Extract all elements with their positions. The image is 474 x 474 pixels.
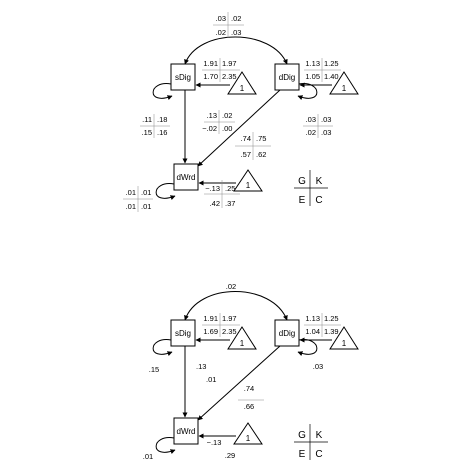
node-sdig-box [170, 319, 196, 347]
key-cell: G [298, 430, 306, 441]
path-ddig-dwrd-value: .75 [256, 134, 266, 143]
key-cell: K [316, 176, 323, 187]
key-cell: E [299, 195, 306, 206]
constant-triangle-sdig [227, 326, 257, 350]
path-sdig-dwrd-value: .13 [207, 111, 217, 120]
constant-triangle-ddig [329, 326, 359, 350]
node-label-dwrd: dWrd [177, 427, 196, 436]
path-sdig-dwrd-value: .01 [206, 375, 216, 384]
path-sdig-dwrd-value: .13 [196, 362, 206, 371]
panel-bottom-text: sDig dDig dWrd 1 1 1 .02 1.91 1.97 1.69 … [143, 282, 347, 461]
covariance-arc-sdig-ddig [184, 36, 288, 65]
sdig-var-value: .15 [149, 365, 159, 374]
path-ddig-to-dwrd [197, 89, 281, 167]
path-ddig-dwrd-value: .57 [241, 150, 251, 159]
ddig-mean-value: 1.25 [324, 59, 339, 68]
node-dwrd-box [173, 163, 199, 191]
dwrd-var-value: .01 [141, 188, 151, 197]
node-label-sdig: sDig [175, 73, 191, 82]
sdig-var-value: .16 [157, 128, 167, 137]
dwrd-var-value: .01 [141, 202, 151, 211]
panel-bottom [152, 291, 359, 460]
constant-label-dwrd: 1 [246, 181, 251, 190]
dwrd-var-value: .01 [126, 188, 136, 197]
sdig-mean-value: 1.91 [203, 59, 218, 68]
covariance-arc-sdig-ddig [184, 291, 288, 321]
sdig-var-value: .11 [142, 115, 152, 124]
sdig-mean-value: 2.35 [222, 72, 237, 81]
node-label-sdig: sDig [175, 329, 191, 338]
panel-top-text: sDig dDig dWrd 1 1 1 .03 .02 .02 .03 1.9… [126, 14, 347, 211]
sdig-mean-value: 1.69 [203, 327, 218, 336]
path-ddig-to-dwrd [197, 345, 281, 421]
ddig-mean-value: 1.39 [324, 327, 339, 336]
ddig-mean-value: 1.04 [305, 327, 320, 336]
cov-value: .03 [231, 28, 241, 37]
path-ddig-dwrd-value: .66 [244, 402, 254, 411]
ddig-mean-value: 1.40 [324, 72, 339, 81]
dwrd-mean-value: −.13 [207, 438, 222, 447]
ddig-mean-value: 1.13 [305, 314, 320, 323]
path-ddig-dwrd-value: .74 [244, 384, 254, 393]
path-ddig-dwrd-value: .74 [241, 134, 251, 143]
panel-top [123, 12, 359, 212]
variance-loop-ddig [297, 339, 318, 356]
constant-triangle-ddig [329, 71, 359, 95]
ddig-var-value: .03 [306, 115, 316, 124]
variance-loop-ddig [297, 83, 318, 100]
path-sdig-dwrd-value: −.02 [202, 124, 217, 133]
path-ddig-dwrd-value: .62 [256, 150, 266, 159]
ddig-var-value: .02 [306, 128, 316, 137]
sdig-mean-value: 2.35 [222, 327, 237, 336]
sdig-mean-value: 1.91 [203, 314, 218, 323]
variance-loop-sdig [152, 339, 173, 356]
path-sdig-dwrd-value: .02 [222, 111, 232, 120]
cov-value: .02 [226, 282, 236, 291]
sdig-mean-value: 1.70 [203, 72, 218, 81]
key-cell: K [316, 430, 323, 441]
dwrd-mean-value: −.13 [205, 184, 220, 193]
ddig-mean-value: 1.13 [305, 59, 320, 68]
key-cell: C [315, 449, 322, 460]
dwrd-mean-value: .37 [225, 199, 235, 208]
key-cell: C [315, 195, 322, 206]
sdig-var-value: .15 [142, 128, 152, 137]
dwrd-var-value: .01 [126, 202, 136, 211]
ddig-var-value: .03 [321, 115, 331, 124]
constant-label-dwrd: 1 [246, 434, 251, 443]
variance-loop-sdig [152, 83, 173, 100]
key-cell: E [299, 449, 306, 460]
cov-value: .03 [216, 14, 226, 23]
path-sdig-dwrd-value: .00 [222, 124, 232, 133]
sdig-mean-value: 1.97 [222, 59, 237, 68]
ddig-mean-value: 1.05 [305, 72, 320, 81]
constant-label-ddig: 1 [342, 84, 347, 93]
constant-triangle-sdig [227, 71, 257, 95]
sdig-mean-value: 1.97 [222, 314, 237, 323]
constant-triangle-dwrd [233, 422, 263, 445]
dwrd-mean-value: .25 [225, 184, 235, 193]
key-cell: G [298, 176, 306, 187]
sdig-var-value: .18 [157, 115, 167, 124]
ddig-var-value: .03 [313, 362, 323, 371]
node-label-ddig: dDig [279, 73, 295, 82]
ddig-mean-value: 1.25 [324, 314, 339, 323]
node-dwrd-box [173, 417, 199, 445]
node-label-dwrd: dWrd [177, 173, 196, 182]
cov-value: .02 [231, 14, 241, 23]
constant-label-sdig: 1 [240, 84, 245, 93]
ddig-var-value: .03 [321, 128, 331, 137]
dwrd-mean-value: .42 [210, 199, 220, 208]
dwrd-var-value: .01 [143, 452, 153, 461]
node-sdig-box [170, 63, 196, 91]
constant-triangle-dwrd [233, 169, 263, 192]
node-label-ddig: dDig [279, 329, 295, 338]
variance-loop-dwrd [155, 437, 176, 454]
dwrd-mean-value: .29 [225, 451, 235, 460]
variance-loop-dwrd [155, 183, 176, 200]
constant-label-sdig: 1 [240, 339, 245, 348]
cov-value: .02 [216, 28, 226, 37]
constant-label-ddig: 1 [342, 339, 347, 348]
